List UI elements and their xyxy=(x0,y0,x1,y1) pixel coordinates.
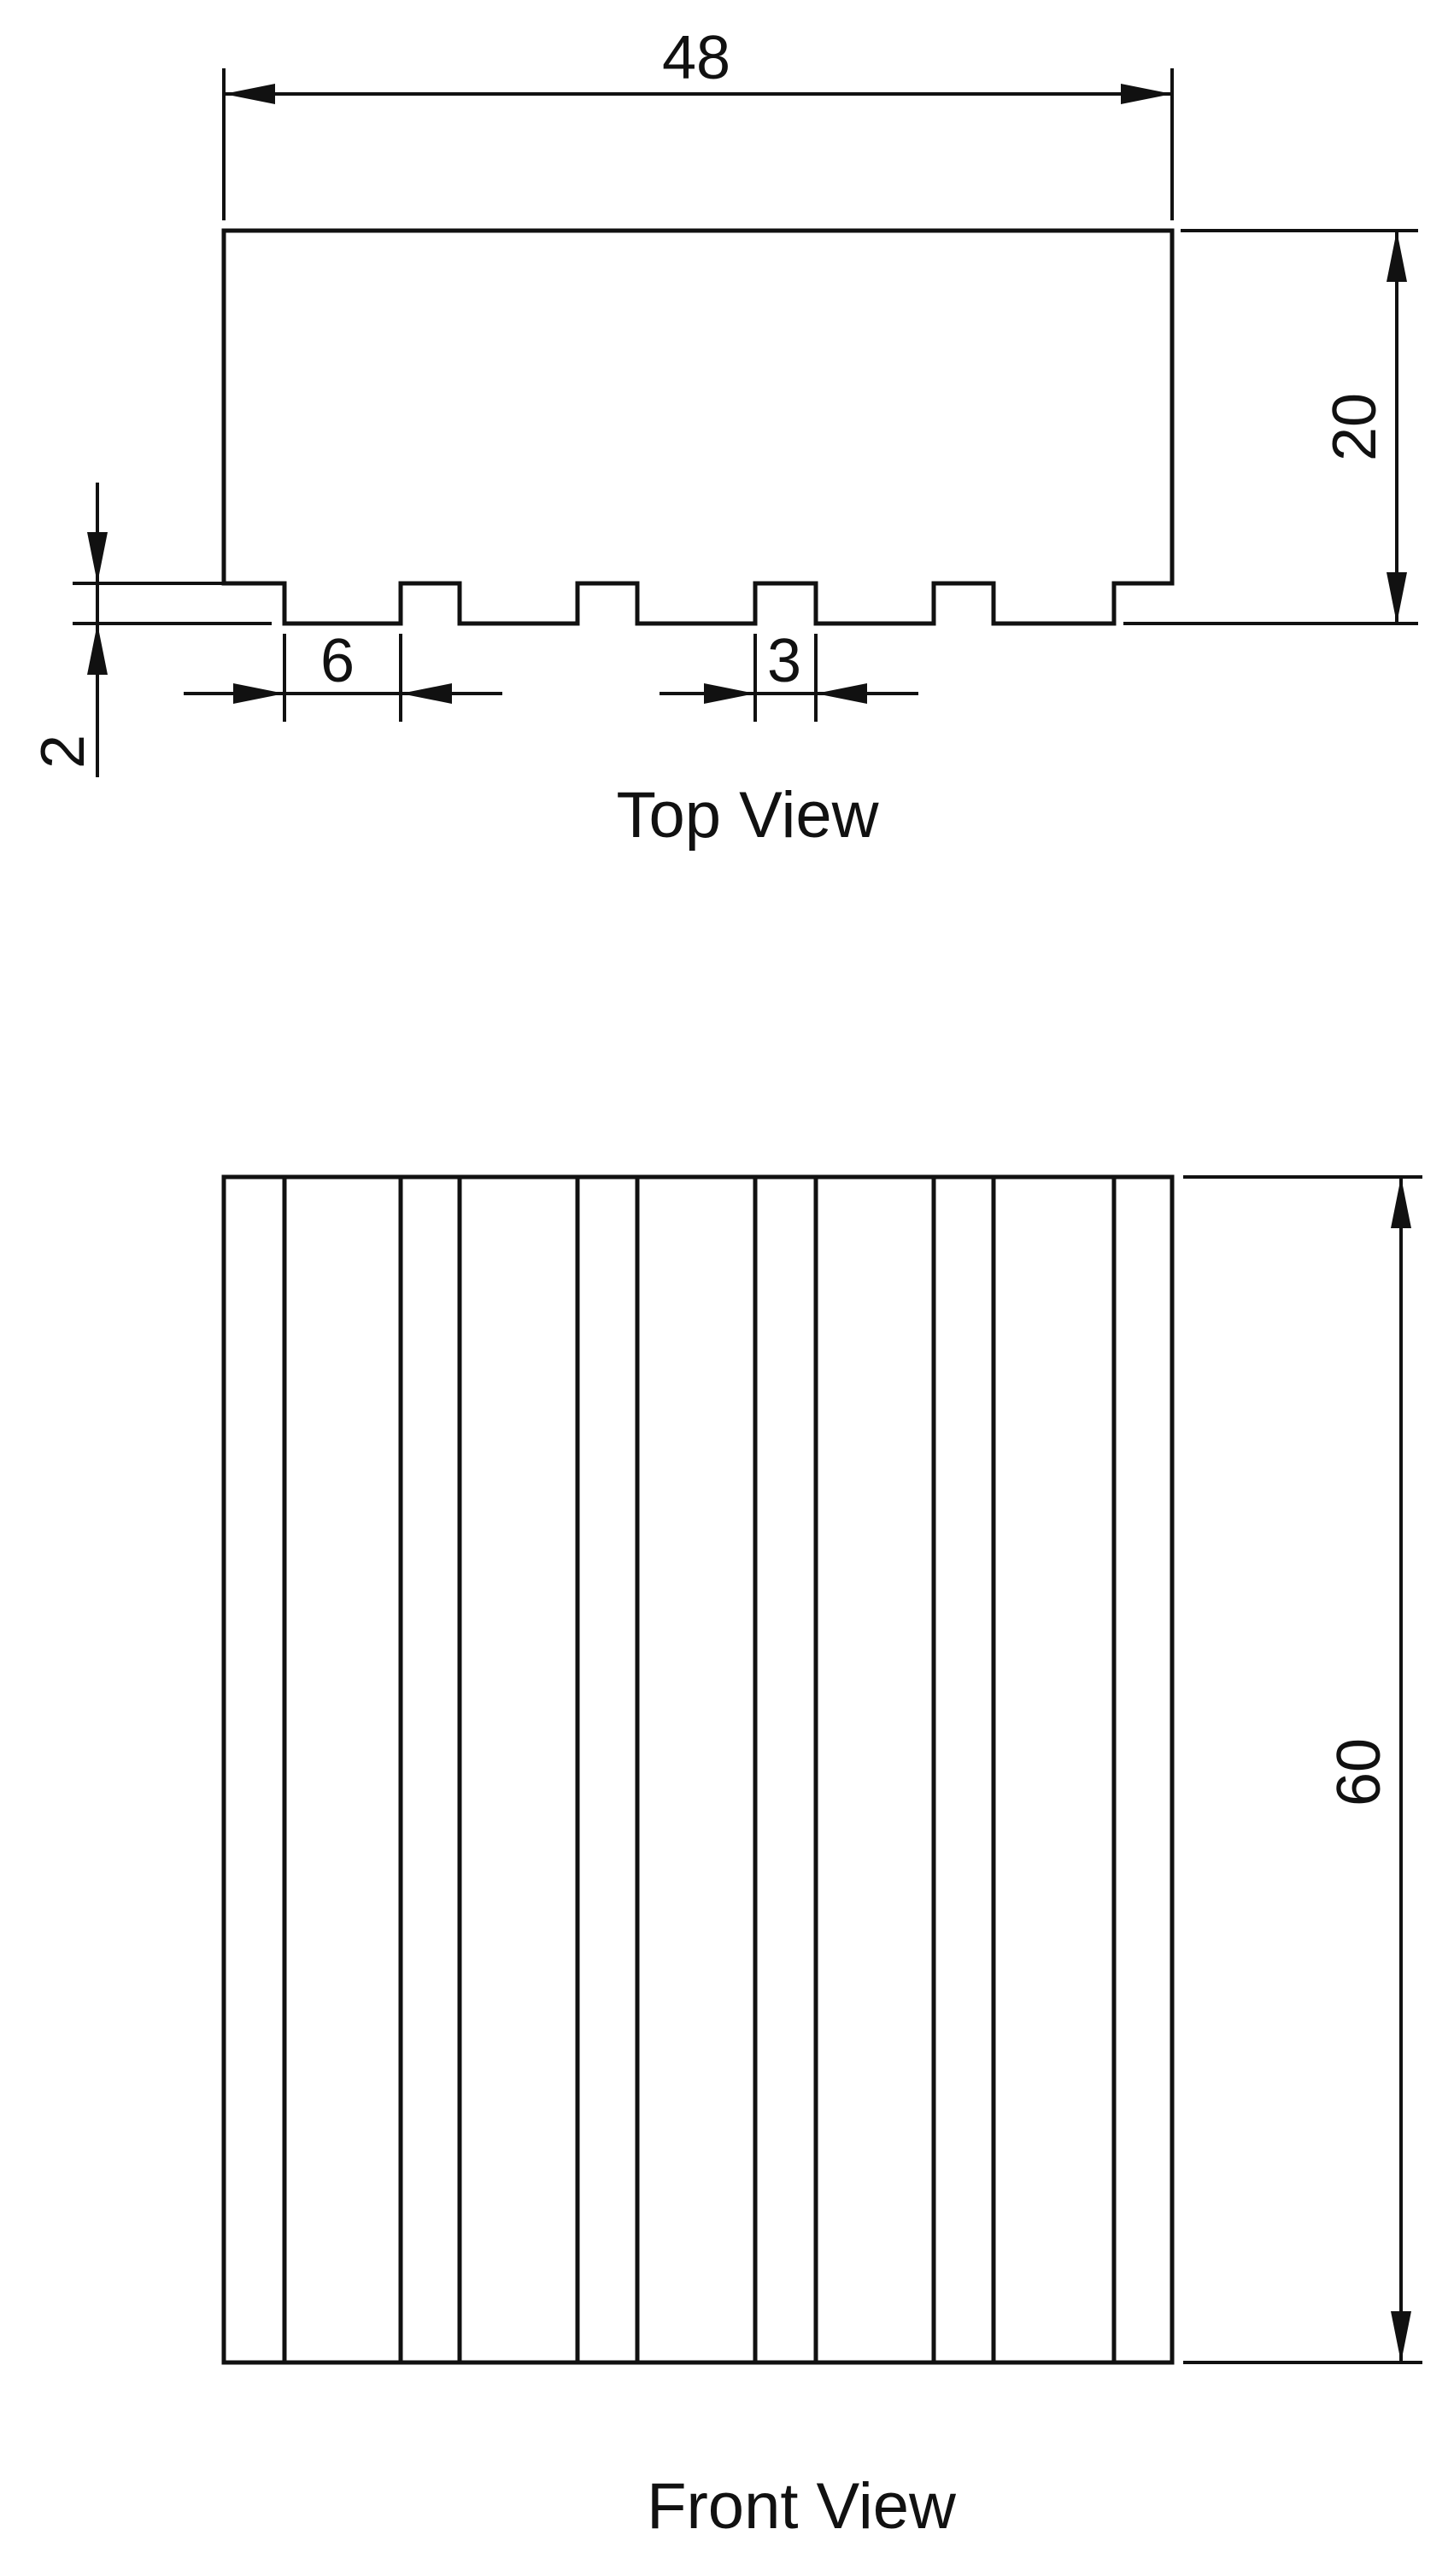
dimension-depth: 20 xyxy=(1123,229,1418,625)
top-view-outline xyxy=(221,228,1175,626)
dimension-width-label: 48 xyxy=(662,24,730,92)
dimension-groove-depth-label: 2 xyxy=(29,735,97,769)
dimension-land-width: 3 xyxy=(660,627,918,722)
front-view-caption: Front View xyxy=(647,2470,957,2543)
dimension-depth-label: 20 xyxy=(1321,393,1389,461)
dimension-width: 48 xyxy=(222,24,1174,220)
front-view-groove-lines xyxy=(282,1174,1117,2365)
top-view: 48 20 2 6 xyxy=(29,24,1418,852)
dimension-groove-width: 6 xyxy=(184,627,502,722)
dimension-groove-width-label: 6 xyxy=(320,627,355,695)
dimension-height-label: 60 xyxy=(1325,1738,1393,1806)
dimension-groove-depth: 2 xyxy=(29,483,272,777)
dimension-land-width-label: 3 xyxy=(767,627,801,695)
front-view-outline xyxy=(221,1174,1175,2365)
top-view-caption: Top View xyxy=(616,779,879,852)
front-view: 60 Front View xyxy=(221,1174,1422,2543)
dimension-height: 60 xyxy=(1183,1175,1422,2364)
